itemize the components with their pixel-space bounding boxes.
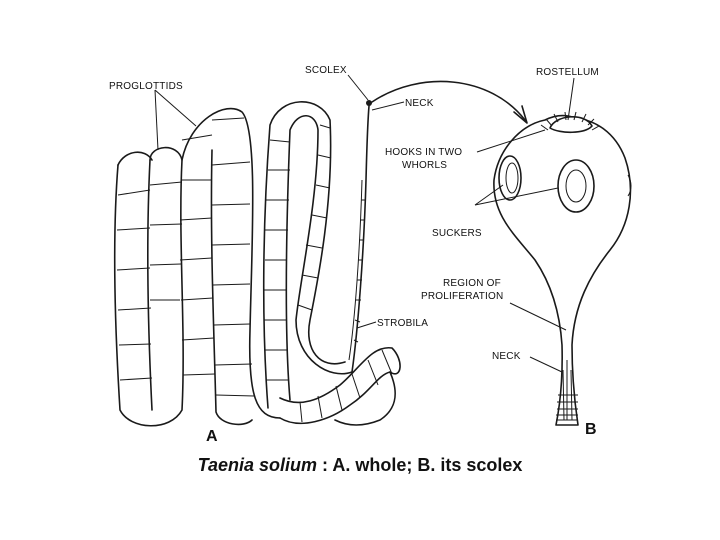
label-neck-a: NECK	[405, 98, 434, 109]
caption-species: Taenia solium	[197, 455, 317, 475]
label-region-line1: REGION OF	[443, 278, 501, 289]
strobila-middle-loop	[262, 101, 346, 409]
label-rostellum: ROSTELLUM	[536, 67, 599, 78]
caption-rest: : A. whole; B. its scolex	[317, 455, 523, 475]
whole-worm-drawing	[113, 100, 401, 427]
hooks	[540, 111, 600, 131]
label-letter-b: B	[585, 421, 597, 438]
label-strobila: STROBILA	[377, 318, 428, 329]
label-letter-a: A	[206, 428, 218, 445]
label-proglottids: PROGLOTTIDS	[109, 81, 183, 92]
proglottid-segments-middle	[264, 124, 332, 381]
neck-thread	[351, 105, 370, 373]
scolex-drawing	[493, 111, 632, 426]
label-suckers: SUCKERS	[432, 228, 482, 239]
neck-shading	[556, 360, 578, 421]
label-scolex: SCOLEX	[305, 65, 347, 76]
leader-lines	[154, 74, 575, 373]
label-region-line2: PROLIFERATION	[421, 291, 503, 302]
zoom-arrow	[371, 80, 526, 121]
rostellum-shape	[549, 116, 593, 134]
label-neck-b: NECK	[492, 351, 521, 362]
label-hooks-line2: WHORLS	[402, 160, 447, 171]
sucker-right	[557, 159, 595, 213]
sucker-left	[498, 155, 522, 201]
figure-caption: Taenia solium : A. whole; B. its scolex	[0, 455, 720, 476]
strobila-outer-loop	[113, 107, 281, 427]
proglottid-segments-left	[116, 117, 255, 397]
scolex-dot	[366, 100, 372, 106]
label-hooks-line1: HOOKS IN TWO	[385, 147, 462, 158]
